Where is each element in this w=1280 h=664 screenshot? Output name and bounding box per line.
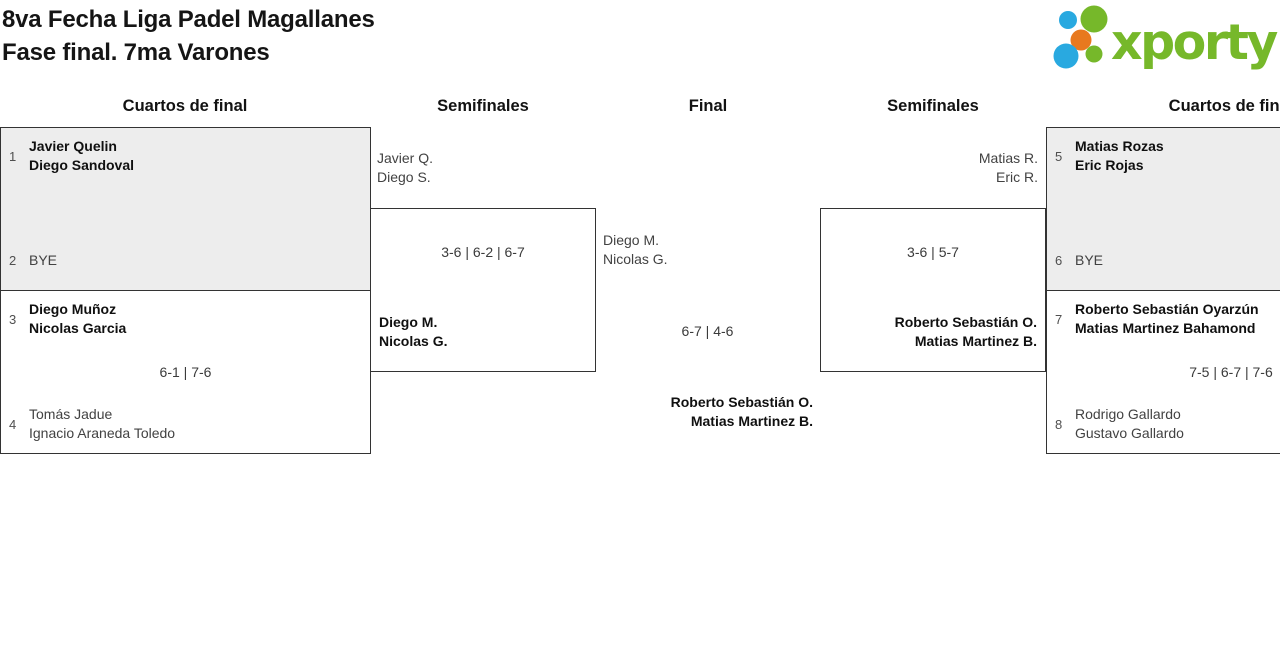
team-names: Diego Muñoz Nicolas Garcia <box>29 300 126 338</box>
player-name: Matias R. <box>978 150 1038 166</box>
player-name: Ignacio Araneda Toledo <box>29 425 176 441</box>
player-name: Javier Q. <box>377 150 434 166</box>
player-name: BYE <box>1075 252 1104 268</box>
player-name: Nicolas Garcia <box>29 320 127 336</box>
seed-number: 5 <box>1055 148 1063 164</box>
team-names: Matias Rozas Eric Rojas <box>1075 137 1164 175</box>
player-name: Matias Martinez B. <box>914 333 1037 349</box>
seed-number: 3 <box>9 311 17 327</box>
round-header-cuartos-right: Cuartos de final <box>1168 97 1280 115</box>
seed-number: 6 <box>1055 253 1063 268</box>
player-name: Diego M. <box>603 232 660 248</box>
match-qf-left-1[interactable]: 1 Javier Quelin Diego Sandoval 2 BYE <box>0 127 371 291</box>
player-name: Diego S. <box>377 169 431 185</box>
match-score: 3-6 | 6-2 | 6-7 <box>441 244 525 260</box>
participant-row: 1 Javier Quelin Diego Sandoval <box>9 137 364 175</box>
match-qf-left-2[interactable]: 3 Diego Muñoz Nicolas Garcia 6-1 | 7-6 4… <box>0 290 371 454</box>
sf-right-feeder-team: Matias R. Eric R. <box>820 149 1038 187</box>
match-score: 3-6 | 5-7 <box>907 244 959 260</box>
seed-number: 8 <box>1055 416 1063 432</box>
match-sf-right[interactable]: 3-6 | 5-7 Roberto Sebastián O. Matias Ma… <box>820 208 1046 372</box>
participant-row: 2 BYE <box>9 251 364 270</box>
player-name: Diego Muñoz <box>29 301 117 317</box>
round-header-semis-right: Semifinales <box>887 97 979 115</box>
player-name: Gustavo Gallardo <box>1075 425 1184 441</box>
participant-row: 3 Diego Muñoz Nicolas Garcia <box>9 300 364 338</box>
page-title: 8va Fecha Liga Padel Magallanes Fase fin… <box>2 3 375 69</box>
player-name: Matias Martinez B. <box>690 413 813 429</box>
player-name: Roberto Sebastián Oyarzún <box>1075 301 1259 317</box>
player-name: Nicolas G. <box>603 251 668 267</box>
player-name: Rodrigo Gallardo <box>1075 406 1181 422</box>
match-score: 6-7 | 4-6 <box>681 323 734 339</box>
player-name: Nicolas G. <box>379 333 448 349</box>
match-score: 6-1 | 7-6 <box>159 364 212 380</box>
sf-left-feeder-team: Javier Q. Diego S. <box>377 149 433 187</box>
player-name: Matias Martinez Bahamond <box>1075 320 1256 336</box>
team-names: Roberto Sebastián Oyarzún Matias Martine… <box>1075 300 1259 338</box>
player-name: Roberto Sebastián O. <box>894 314 1037 330</box>
final-left-team: Diego M. Nicolas G. <box>603 231 668 269</box>
participant-row: 4 Tomás Jadue Ignacio Araneda Toledo <box>9 405 364 443</box>
match-qf-right-1[interactable]: 5 Matias Rozas Eric Rojas 6 BYE <box>1046 127 1280 291</box>
player-name: Eric Rojas <box>1075 157 1144 173</box>
team-names: BYE <box>29 251 57 270</box>
player-name: Roberto Sebastián O. <box>670 394 813 410</box>
player-name: Diego Sandoval <box>29 157 135 173</box>
player-name: Diego M. <box>379 314 438 330</box>
team-names: Javier Quelin Diego Sandoval <box>29 137 134 175</box>
page-title-line1: 8va Fecha Liga Padel Magallanes <box>2 6 375 33</box>
seed-number: 2 <box>9 253 17 268</box>
sf-left-winner-team: Diego M. Nicolas G. <box>379 313 447 351</box>
seed-number: 7 <box>1055 311 1063 327</box>
final-winner-team: Roberto Sebastián O. Matias Martinez B. <box>671 393 813 431</box>
player-name: Matias Rozas <box>1075 138 1164 154</box>
player-name: Javier Quelin <box>29 138 117 154</box>
player-name: Eric R. <box>996 169 1038 185</box>
player-name: BYE <box>29 252 58 268</box>
team-names: Rodrigo Gallardo Gustavo Gallardo <box>1075 405 1184 443</box>
page-title-line2: Fase final. 7ma Varones <box>2 39 270 66</box>
xporty-logo-dots-icon: xporty <box>1053 5 1280 71</box>
round-header-cuartos-left: Cuartos de final <box>122 97 248 115</box>
xporty-wordmark: xporty <box>1111 14 1278 71</box>
team-names: BYE <box>1075 251 1103 270</box>
round-header-final: Final <box>688 97 728 115</box>
match-sf-left[interactable]: 3-6 | 6-2 | 6-7 Diego M. Nicolas G. <box>370 208 596 372</box>
match-score: 7-5 | 6-7 | 7-6 <box>1189 364 1273 380</box>
participant-row: 6 BYE <box>1055 251 1280 270</box>
xporty-logo[interactable]: xporty <box>1048 2 1280 74</box>
participant-row: 7 Roberto Sebastián Oyarzún Matias Marti… <box>1055 300 1280 338</box>
player-name: Tomás Jadue <box>29 406 113 422</box>
seed-number: 1 <box>9 148 17 164</box>
match-qf-right-2[interactable]: 7 Roberto Sebastián Oyarzún Matias Marti… <box>1046 290 1280 454</box>
seed-number: 4 <box>9 416 17 432</box>
sf-right-winner-team: Roberto Sebastián O. Matias Martinez B. <box>895 313 1037 351</box>
round-header-semis-left: Semifinales <box>437 97 529 115</box>
match-final[interactable]: Diego M. Nicolas G. 6-7 | 4-6 Roberto Se… <box>595 208 820 453</box>
team-names: Tomás Jadue Ignacio Araneda Toledo <box>29 405 175 443</box>
participant-row: 5 Matias Rozas Eric Rojas <box>1055 137 1280 175</box>
participant-row: 8 Rodrigo Gallardo Gustavo Gallardo <box>1055 405 1280 443</box>
